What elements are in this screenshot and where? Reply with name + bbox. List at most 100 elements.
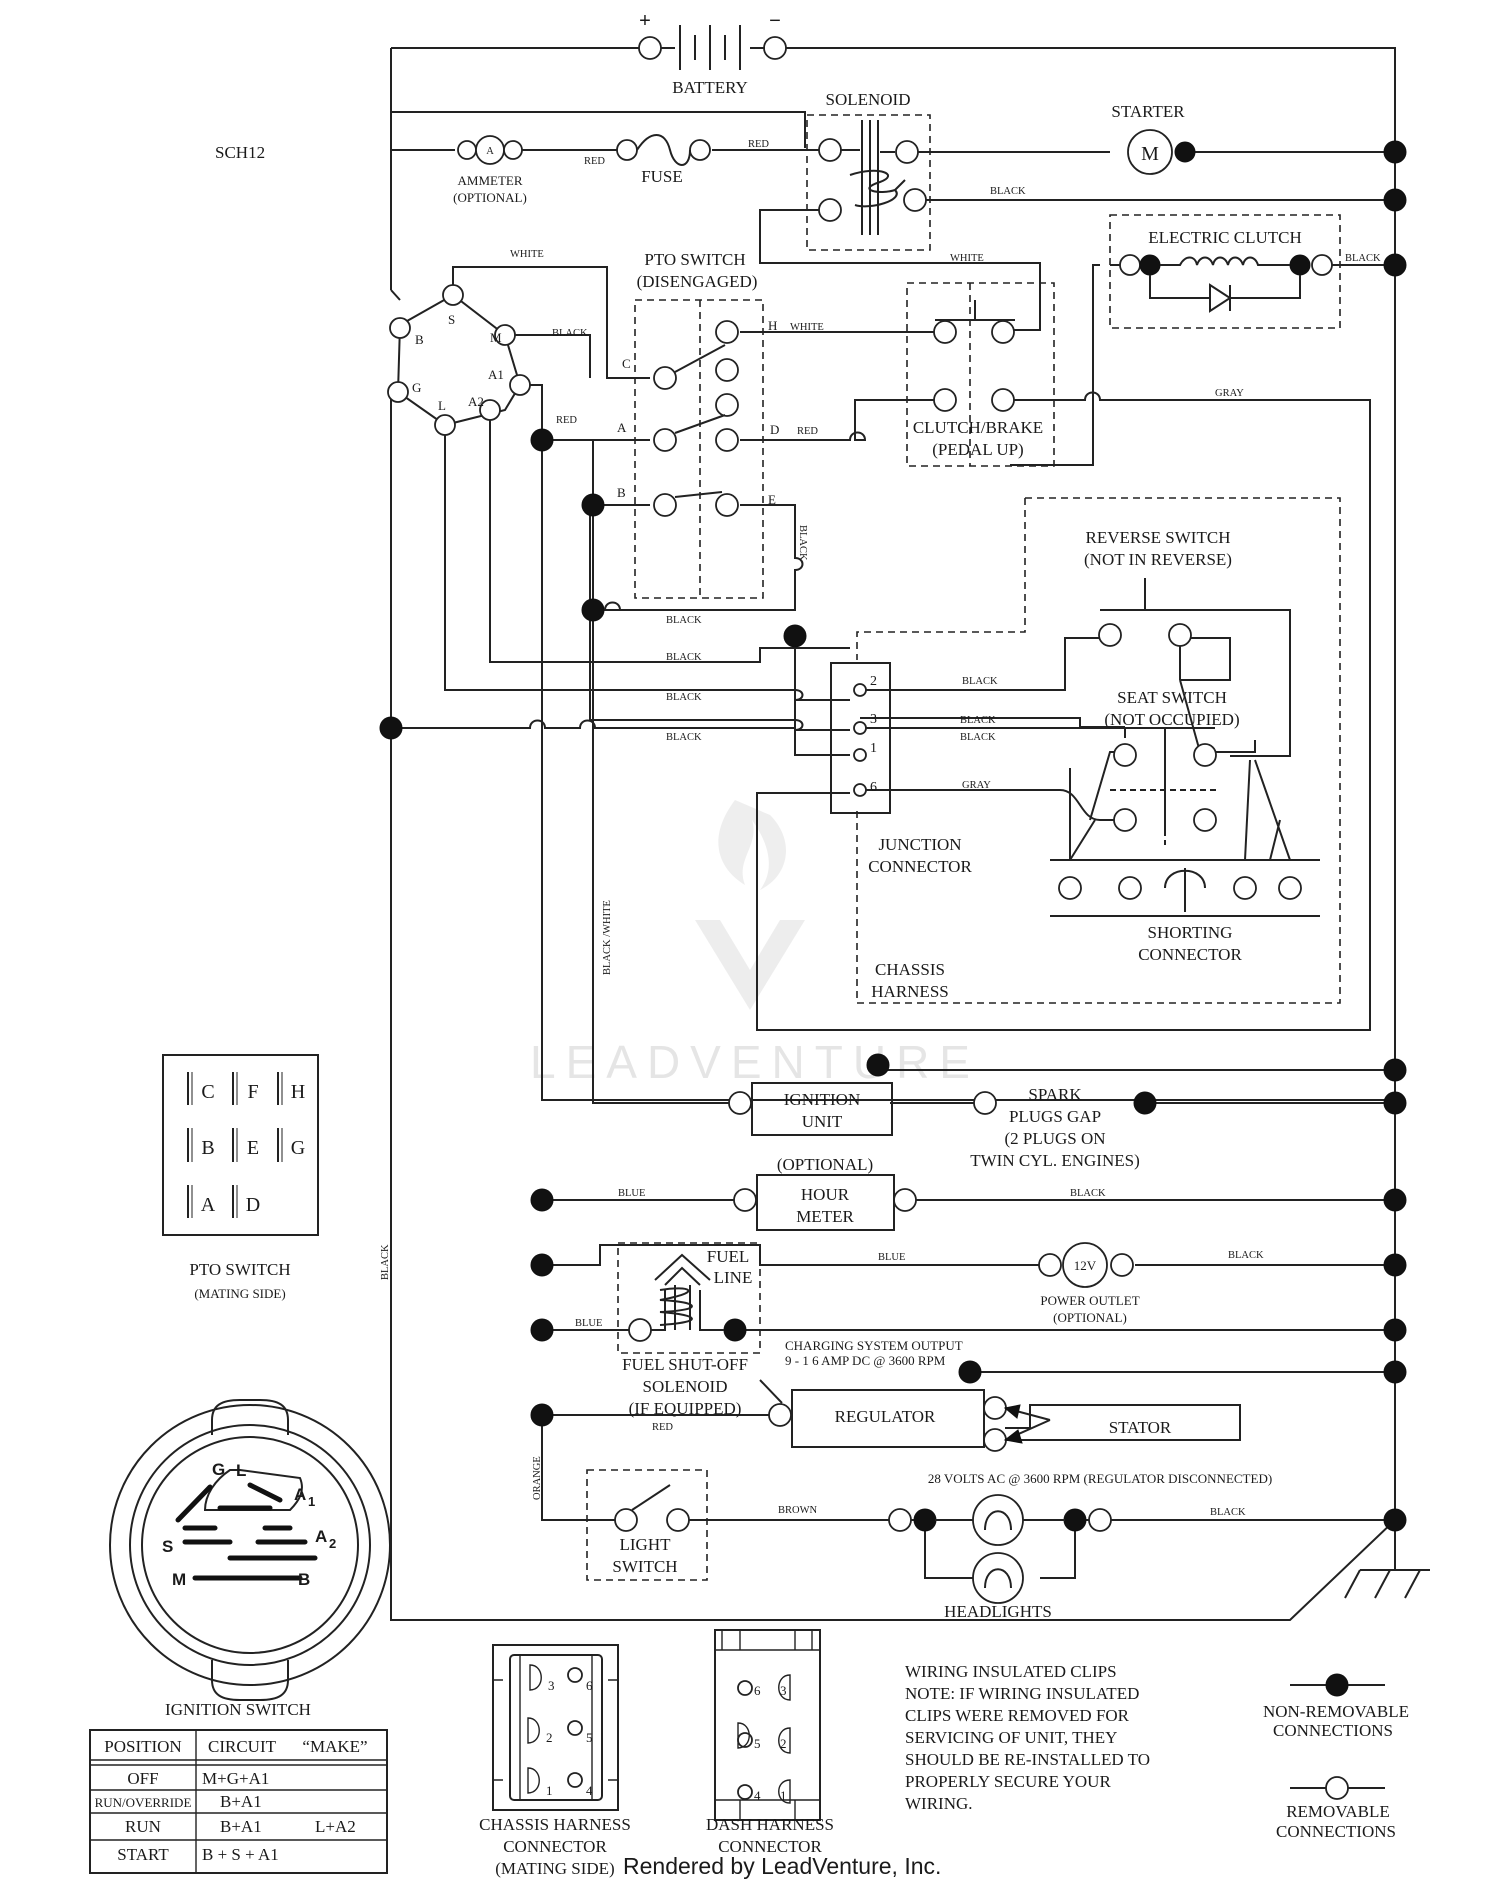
ign-face-letter-b: B [298, 1570, 310, 1589]
battery: + − BATTERY [638, 10, 787, 97]
starter-symbol: M [1141, 143, 1159, 165]
ign-face-letter-a1: A [294, 1485, 306, 1504]
pto-pin-letter: A [201, 1194, 216, 1216]
ignition-switch-schematic: S B M G A1 L A2 [387, 284, 531, 436]
spark-plugs-label-4: TWIN CYL. ENGINES) [970, 1151, 1140, 1170]
table-cell: OFF [127, 1769, 158, 1788]
table-cell: B + S + A1 [202, 1845, 279, 1864]
light-switch: LIGHT SWITCH [586, 1469, 708, 1581]
dash-pin: 5 [754, 1736, 761, 1751]
stator-label: STATOR [1109, 1418, 1172, 1437]
pto-pin-letter: B [201, 1137, 214, 1159]
junction-connector-label-1: JUNCTION [878, 835, 961, 854]
chassis-connector-title-2: CONNECTOR [503, 1837, 607, 1856]
shorting-connector-label-1: SHORTING [1148, 923, 1233, 942]
table-cell: RUN [125, 1817, 161, 1836]
render-credit: Rendered by LeadVenture, Inc. [623, 1853, 941, 1879]
fuel-solenoid-label-1: FUEL SHUT-OFF [622, 1355, 748, 1374]
wire-label-red: RED [556, 415, 577, 426]
electric-clutch-label: ELECTRIC CLUTCH [1148, 228, 1301, 247]
wire-label-brown: BROWN [778, 1505, 818, 1516]
battery-label: BATTERY [672, 78, 748, 97]
ignition-unit-label-2: UNIT [802, 1112, 843, 1131]
wire-label-black: BLACK [666, 692, 702, 703]
wire-label-black: BLACK [1228, 1250, 1264, 1261]
ign-face-letter-a2: A [315, 1527, 327, 1546]
seat-switch: SEAT SWITCH (NOT OCCUPIED) [1104, 688, 1240, 845]
table-header: POSITION [104, 1737, 181, 1756]
fuse: FUSE [616, 134, 711, 186]
fuel-line-label-1: FUEL [707, 1247, 750, 1266]
power-outlet-label: POWER OUTLET [1040, 1293, 1139, 1308]
dash-connector-title-2: CONNECTOR [718, 1837, 822, 1856]
table-cell: B+A1 [220, 1792, 262, 1811]
legend-removable-1: REMOVABLE [1286, 1802, 1390, 1821]
wire-label-white: WHITE [790, 322, 824, 333]
note-line: WIRING. [905, 1794, 973, 1813]
pto-pin-letter: H [291, 1081, 305, 1103]
wire-label-black: BLACK [380, 1244, 391, 1280]
electric-clutch: ELECTRIC CLUTCH [1109, 214, 1341, 329]
regulator: REGULATOR CHARGING SYSTEM OUTPUT 9 - 1 6… [768, 1338, 1272, 1486]
junction-connector-label-2: CONNECTOR [868, 857, 972, 876]
ign-face-letter-m: M [172, 1570, 186, 1589]
ign-terminal-g: G [412, 380, 421, 395]
ignition-table: POSITION CIRCUIT “MAKE” OFF M+G+A1 RUN/O… [89, 1729, 388, 1874]
chassis-connector-title-1: CHASSIS HARNESS [479, 1815, 631, 1834]
table-cell: M+G+A1 [202, 1769, 269, 1788]
starter: M STARTER [1111, 102, 1196, 175]
right-bus-nodes [379, 140, 1407, 1532]
chassis-harness-label-2: HARNESS [871, 982, 948, 1001]
chassis-harness-box [856, 497, 1341, 1004]
solenoid: SOLENOID [806, 90, 931, 251]
ammeter-note: (OPTIONAL) [453, 190, 527, 205]
ignition-unit-label-1: IGNITION [784, 1090, 860, 1109]
table-header: “MAKE” [302, 1737, 367, 1756]
chassis-pin: 4 [586, 1783, 593, 1798]
table-cell: B+A1 [220, 1817, 262, 1836]
legend-non-removable-2: CONNECTIONS [1273, 1721, 1393, 1740]
ign-face-sub-2: 2 [329, 1536, 336, 1551]
legend-removable-2: CONNECTIONS [1276, 1822, 1396, 1841]
ign-face-letter-s: S [162, 1537, 173, 1556]
junction-pin: 6 [870, 780, 877, 795]
wire-label-black: BLACK [552, 328, 588, 339]
chassis-pin: 3 [548, 1678, 555, 1693]
wiring-note: WIRING INSULATED CLIPS NOTE: IF WIRING I… [905, 1662, 1150, 1813]
power-outlet-symbol: 12V [1074, 1258, 1097, 1273]
watermark: LEADVENTURE [530, 800, 970, 1088]
power-outlet: 12V POWER OUTLET (OPTIONAL) [1038, 1242, 1140, 1325]
note-line: SHOULD BE RE-INSTALLED TO [905, 1750, 1150, 1769]
pto-terminal-a: A [617, 420, 627, 435]
light-switch-label-1: LIGHT [620, 1535, 672, 1554]
pto-terminal-e: E [768, 492, 776, 507]
wire-label-red: RED [584, 156, 605, 167]
clutch-brake-state: (PEDAL UP) [932, 440, 1023, 459]
reverse-switch: REVERSE SWITCH (NOT IN REVERSE) [1064, 528, 1232, 690]
headlights: HEADLIGHTS [888, 1494, 1112, 1621]
wire-label-gray: GRAY [1215, 388, 1244, 399]
table-cell: START [117, 1845, 169, 1864]
shorting-connector: SHORTING CONNECTOR [1058, 868, 1302, 964]
pto-pin-letter: D [246, 1194, 260, 1216]
dash-connector-title-1: DASH HARNESS [706, 1815, 834, 1834]
ignition-unit: IGNITION UNIT [728, 1082, 893, 1136]
chassis-pin: 1 [546, 1783, 553, 1798]
pto-switch-state: (DISENGAGED) [637, 272, 758, 291]
battery-minus: − [769, 10, 781, 32]
legend-non-removable-symbol [1325, 1673, 1349, 1697]
dash-pin: 6 [754, 1683, 761, 1698]
wire-label-gray: GRAY [962, 780, 991, 791]
note-line: PROPERLY SECURE YOUR [905, 1772, 1111, 1791]
wire-label-black: BLACK [1070, 1188, 1106, 1199]
wire-label-black: BLACK [666, 652, 702, 663]
wire-label-black: BLACK [960, 715, 996, 726]
seat-switch-label: SEAT SWITCH [1117, 688, 1227, 707]
ignition-nodes [530, 428, 807, 1427]
ign-face-letter-l: L [236, 1461, 246, 1480]
pto-terminal-d: D [770, 422, 779, 437]
dash-pin: 1 [780, 1788, 787, 1803]
clutch-brake-switch: CLUTCH/BRAKE (PEDAL UP) [906, 282, 1055, 467]
ign-face-letter-g: G [212, 1460, 225, 1479]
